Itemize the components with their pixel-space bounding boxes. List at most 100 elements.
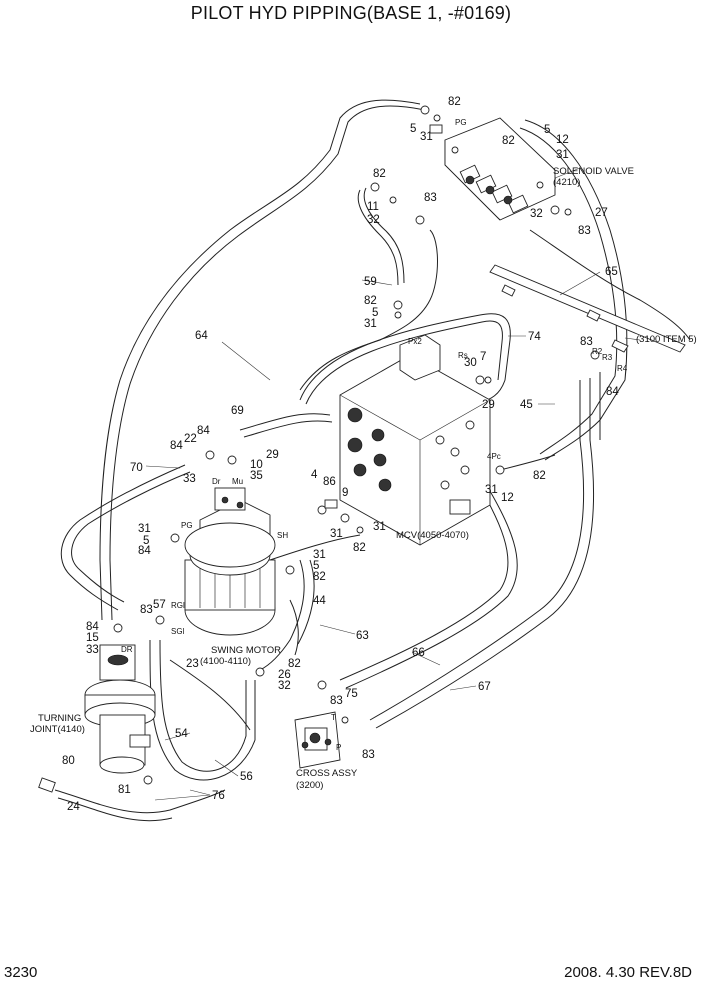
callout: 83 [362,749,375,761]
port-4pc: 4Pc [487,452,501,461]
port-sh: SH [277,531,288,540]
callout: 31 [330,528,343,540]
callout: 33 [183,473,196,485]
callout: 10 [250,459,263,471]
callout: 15 [86,632,99,644]
callout: 5 [410,123,416,135]
swing-motor [184,487,276,636]
callout: 59 [364,276,377,288]
callout: 56 [240,771,253,783]
callout: 32 [278,680,291,692]
callout: 82 [353,542,366,554]
callout: 82 [313,571,326,583]
callout: 31 [485,484,498,496]
callout: 82 [364,295,377,307]
port-sgl: SGl [171,627,185,636]
callout: 81 [118,784,131,796]
revision-date: 2008. 4.30 REV.8D [564,964,692,981]
port-p: P [336,743,341,752]
turning-joint-label-2: JOINT(4140) [30,724,85,735]
callout: 83 [424,192,437,204]
port-dr-motor: Dr [212,477,221,486]
callout: 83 [140,604,153,616]
hose-lines [54,99,691,822]
item-3100-label: (3100 ITEM 5) [636,334,697,345]
port-rs: Rs [458,351,468,360]
mcv-label: MCV(4050-4070) [396,530,469,541]
callout: 80 [62,755,75,767]
turning-joint [84,644,156,774]
page-title: PILOT HYD PIPPING(BASE 1, -#0169) [190,3,512,23]
callout: 57 [153,599,166,611]
callout: 76 [212,790,225,802]
callout: 86 [323,476,336,488]
callout: 29 [266,449,279,461]
page-number: 3230 [4,964,38,981]
callout: 69 [231,405,244,417]
callout: 9 [342,487,348,499]
swing-motor-ref: (4100-4110) [200,656,251,667]
callout: 31 [420,131,433,143]
callout: 12 [556,134,569,146]
callout: 31 [138,523,151,535]
callout: 82 [373,168,386,180]
callout: 84 [170,440,183,452]
port-pg-left: PG [181,521,193,530]
callout: 65 [605,266,618,278]
callout: 84 [197,425,210,437]
callout: 22 [184,433,197,445]
callout: 67 [478,681,491,693]
callout: 31 [556,149,569,161]
callout: 45 [520,399,533,411]
port-px2: Px2 [408,337,422,346]
callout: 83 [580,336,593,348]
main-control-valve [339,334,491,546]
callout: 32 [530,208,543,220]
callout: 32 [367,214,380,226]
callout: 75 [345,688,358,700]
port-labels: PG Px2 Rs PG Dr Mu SH RGl SGl DR 4Pc R2 … [121,118,628,752]
callout: 7 [480,351,486,363]
turning-joint-label: TURNING [38,713,81,724]
solenoid-valve-ref: (4210) [553,177,580,188]
cross-assembly [294,711,341,769]
component-labels: SOLENOID VALVE (4210) MCV(4050-4070) SWI… [30,166,697,791]
callout: 66 [412,647,425,659]
callout: 5 [313,560,319,572]
callout: 23 [186,658,199,670]
callout: 82 [533,470,546,482]
leader-lines [145,167,641,801]
port-t: T [331,713,336,722]
callout: 24 [67,801,80,813]
callout: 74 [528,331,541,343]
port-dr-joint: DR [121,645,133,654]
callout: 84 [138,545,151,557]
callout: 31 [313,549,326,561]
port-rgl: RGl [171,601,185,610]
callout: 84 [86,621,99,633]
port-r3: R3 [602,353,613,362]
callout: 5 [143,535,149,547]
callout: 70 [130,462,143,474]
callout: 26 [278,669,291,681]
port-r4: R4 [617,364,628,373]
solenoid-valve [444,117,556,221]
callout: 82 [288,658,301,670]
pipe-3100 [489,264,686,353]
callout: 4 [311,469,318,481]
cross-assy-label: CROSS ASSY [296,768,358,779]
callout: 29 [482,399,495,411]
callout: 5 [544,124,550,136]
callout: 83 [578,225,591,237]
callout-numbers: 82 5 31 82 5 12 31 82 11 32 83 32 27 83 … [62,96,619,813]
callout: 82 [448,96,461,108]
solenoid-valve-label: SOLENOID VALVE [553,166,634,177]
callout: 31 [364,318,377,330]
callout: 27 [595,207,608,219]
callout: 83 [330,695,343,707]
callout: 82 [502,135,515,147]
callout: 31 [373,521,386,533]
callout: 11 [367,201,379,213]
